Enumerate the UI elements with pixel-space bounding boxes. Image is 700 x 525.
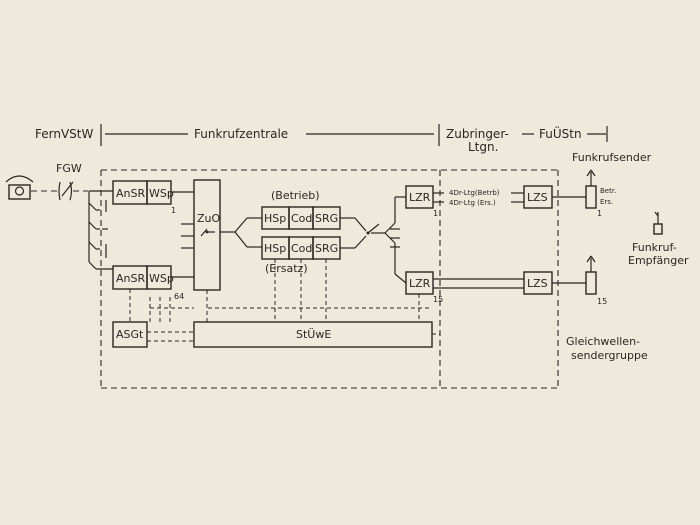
srg-label-ersatz: SRG: [315, 242, 338, 255]
header-zubringer-line1: Zubringer-: [446, 127, 509, 141]
zubringer-lines-bottom: [433, 278, 524, 289]
funkrufsender-label: Funkrufsender: [572, 151, 652, 164]
zuo-switch-icon: [200, 228, 215, 237]
funkrufzentrale-frame: [100, 169, 559, 389]
hsp-label-betrieb: HSp: [264, 212, 286, 225]
changeover-switch-icon: [366, 223, 380, 235]
lzr-block-top: [405, 185, 434, 209]
header-fernvstw: FernVStW: [35, 127, 93, 141]
transmitter-ers-label: Ers.: [600, 198, 613, 206]
receiver-label-line2: Empfänger: [628, 254, 689, 267]
lzr-label-bottom: LZR: [409, 277, 431, 290]
cod-label-betrieb: Cod: [291, 212, 312, 225]
header-zubringer-line2: Ltgn.: [468, 140, 498, 154]
hsp-label-ersatz: HSp: [264, 242, 286, 255]
ansr-label-top: AnSR: [116, 187, 145, 200]
zubringer-lines-top: [433, 192, 524, 203]
lzr-label-top: LZR: [409, 191, 431, 204]
transmitter-bottom-count: 15: [597, 297, 607, 306]
line-label-betrieb: 4Dr-Ltg(Betrb): [449, 189, 500, 197]
zuo-label: ZuO: [197, 212, 221, 225]
asgt-label: ASGt: [116, 328, 144, 341]
stuwe-label: StÜwE: [296, 328, 331, 341]
fgw-label: FGW: [56, 162, 82, 175]
wsp-label-bottom: WSp: [149, 272, 174, 285]
lzr-top-count: 1: [433, 209, 438, 218]
asgt-block: [112, 321, 148, 348]
gleichwellen-label-line2: sendergruppe: [571, 349, 648, 362]
ersatz-label: (Ersatz): [265, 262, 308, 275]
wsp-label-top: WSp: [149, 187, 174, 200]
header-fuustn: FuÜStn: [539, 125, 582, 141]
wsp-top-count: 1: [171, 206, 176, 215]
receiver-icon: [653, 211, 663, 235]
control-dashed-lines: [129, 259, 440, 342]
lzr-bottom-count: 15: [433, 295, 443, 304]
lzs-label-top: LZS: [527, 191, 548, 204]
transmitter-top: [552, 169, 597, 209]
cod-label-ersatz: Cod: [291, 242, 312, 255]
ansr-label-bottom: AnSR: [116, 272, 145, 285]
srg-label-betrieb: SRG: [315, 212, 338, 225]
line-label-ersatz: 4Dr-Ltg (Ers.): [449, 199, 496, 207]
fgw-gateway-icon: [58, 181, 74, 201]
zuo-to-encoders-lines: [220, 217, 262, 248]
gleichwellen-label-line1: Gleichwellen-: [566, 335, 640, 348]
receiver-label-line1: Funkruf-: [632, 241, 677, 254]
wsp-bottom-count: 64: [174, 292, 184, 301]
zuo-input-stubs: [181, 223, 194, 249]
header-funkrufzentrale: Funkrufzentrale: [194, 127, 288, 141]
srg-output-lines: [340, 217, 367, 249]
telephone-icon: [5, 175, 34, 200]
switch-to-lzr-lines: [371, 196, 407, 284]
header-divider-lines: [100, 124, 608, 146]
transmitter-bottom: [552, 255, 597, 295]
betrieb-label: (Betrieb): [271, 189, 320, 202]
transmitter-top-count: 1: [597, 209, 602, 218]
zuo-block: [193, 179, 221, 291]
transmitter-betr-label: Betr.: [600, 187, 616, 195]
lzs-label-bottom: LZS: [527, 277, 548, 290]
